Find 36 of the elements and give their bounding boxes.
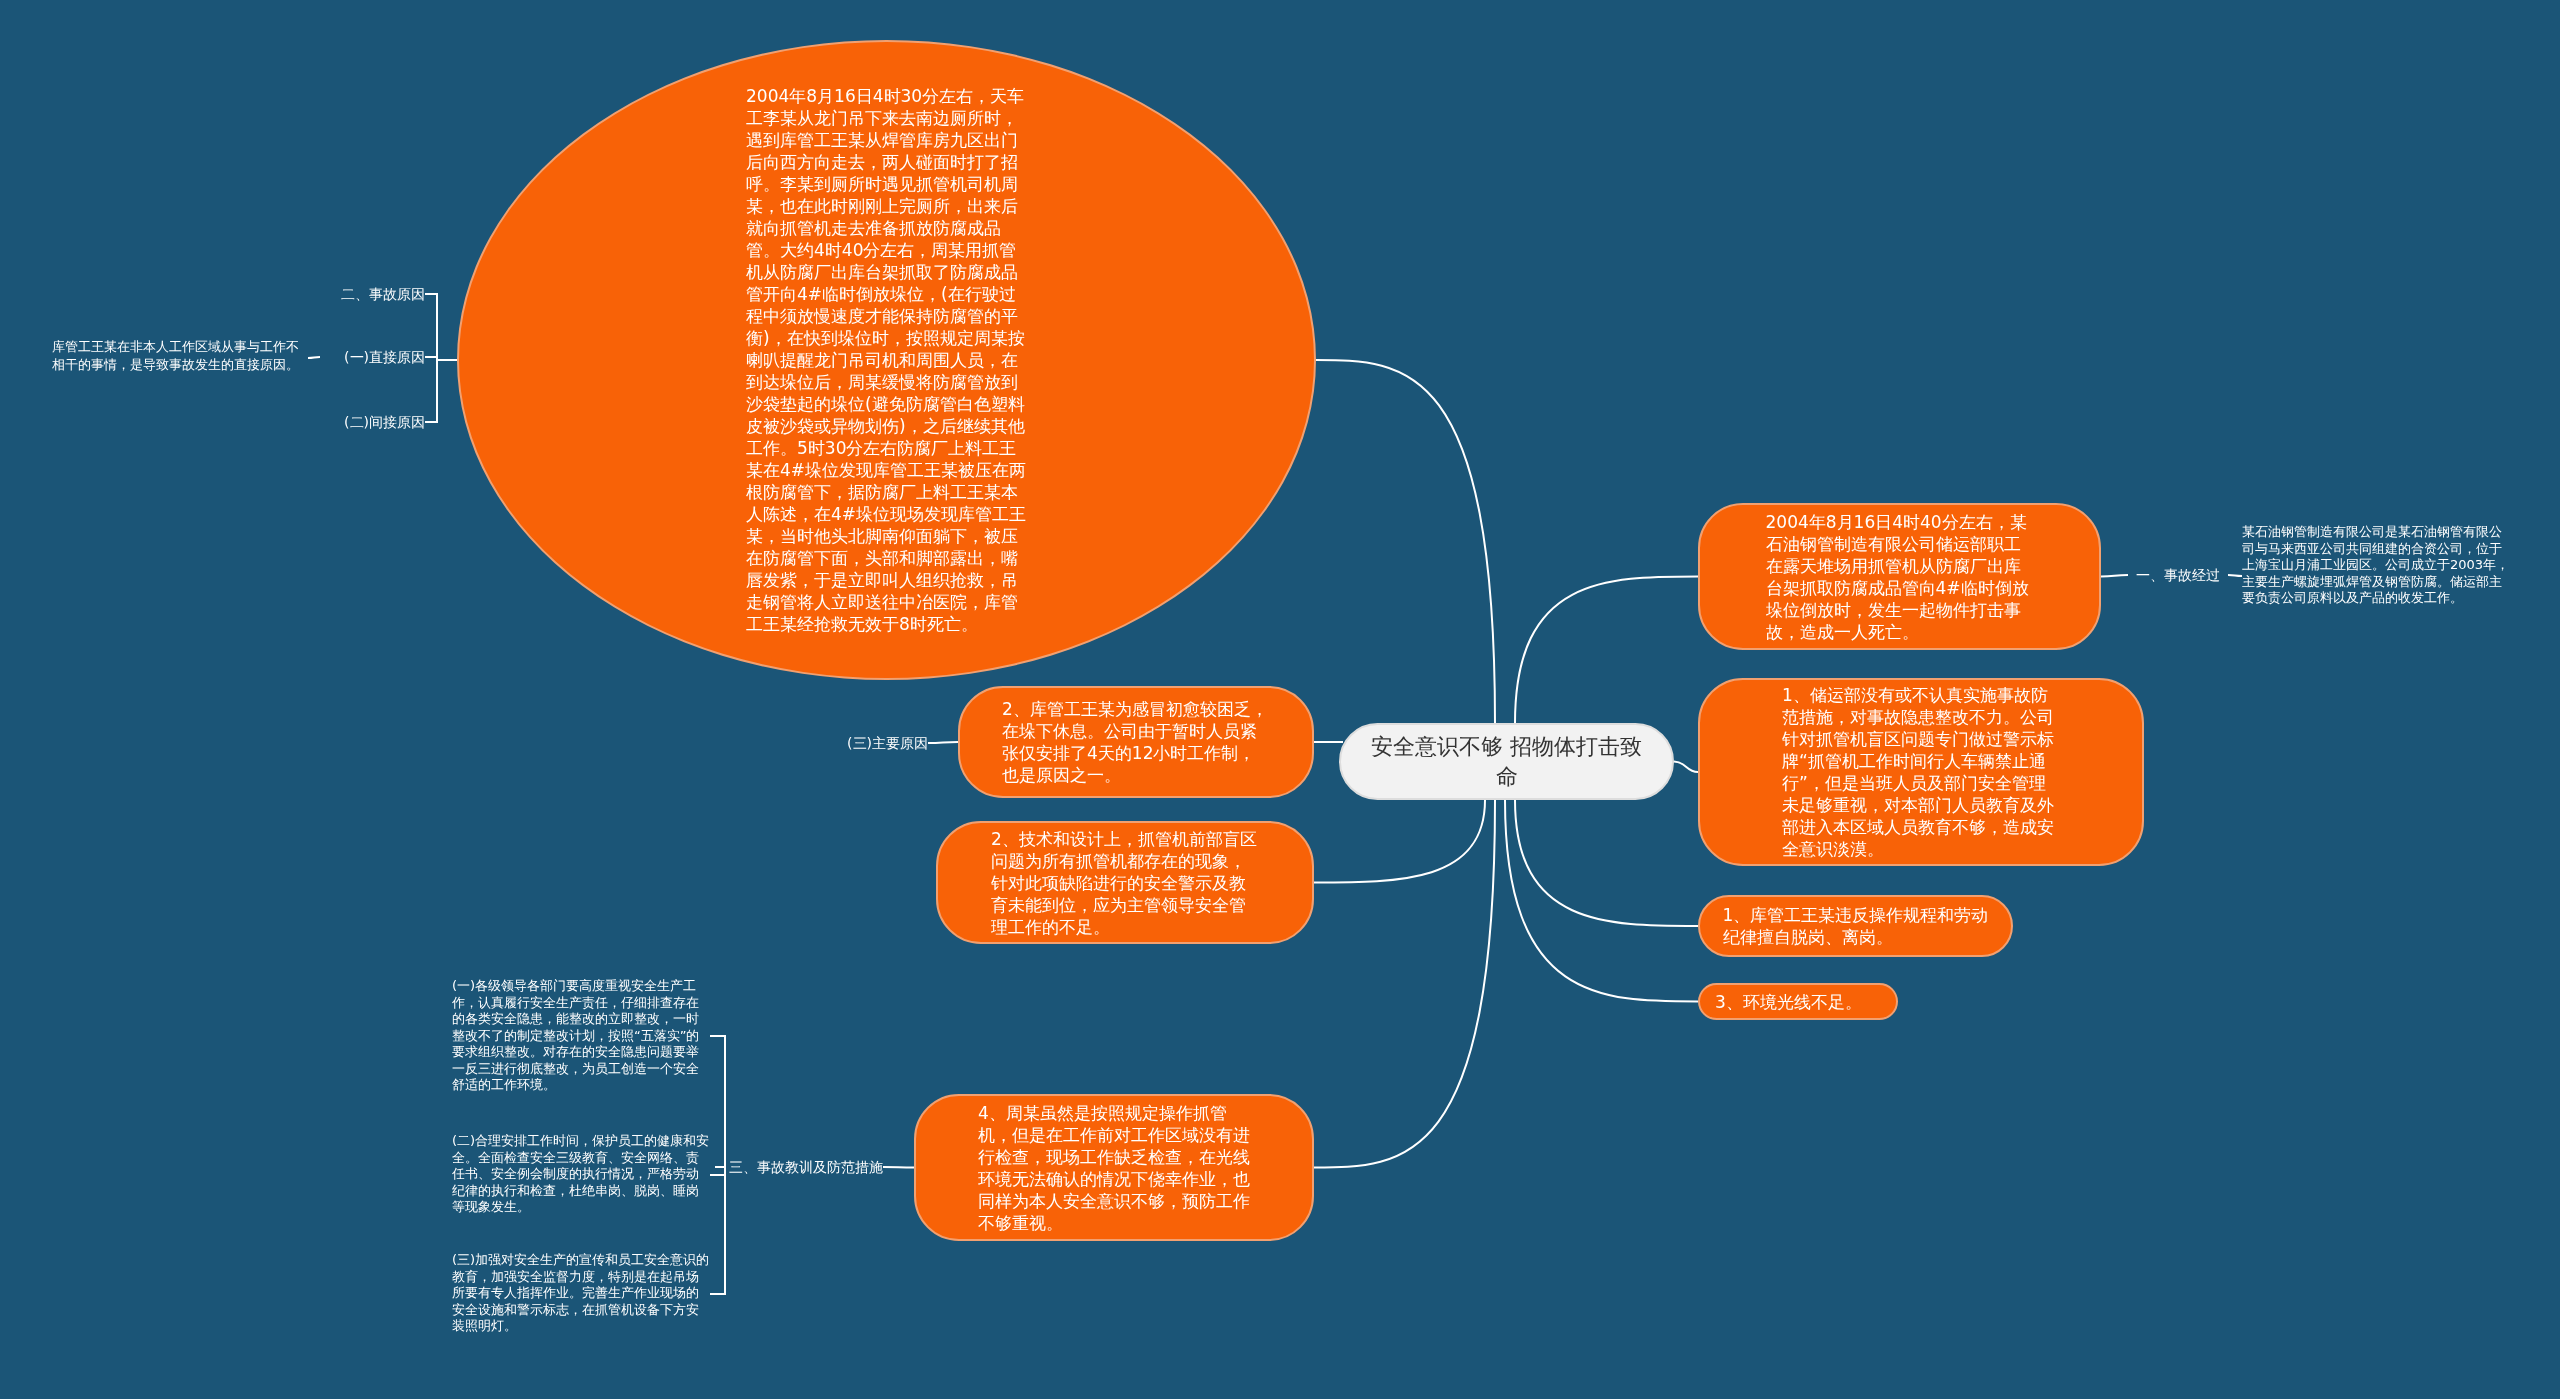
topic-ellipse: 2004年8月16日4时30分左右，天车工李某从龙门吊下来去南边厕所时，遇到库管工王某从焊管库房九区出门后向西方向走去，两人碰面时打了招呼。李某到厕所时遇见抓管机司机周某，也在此时刚刚上完厕所，出来后就向抓管机走去准备抓放防腐成品管。大约4时40分左右，周某用抓管机从防腐厂出库台架抓取了防腐成品管开向4#临时倒放垛位，(在行驶过程中须放慢速度才能保持防腐管的平衡)，在快到垛位时，按照规定周某按喇叭提醒龙门吊司机和周围人员，在到达垛位后，周某缓慢将防腐管放到沙袋垫起的垛位(避免防腐管白色塑料皮被沙袋或异物划伤)，之后继续其他工作。5时30分左右防腐厂上料工王某在4#垛位发现库管工王某被压在两根防腐管下，据防腐厂上料工王某本人陈述，在4#垛位现场发现库管工王某，当时他头北脚南仰面躺下，被压在防腐管下面，头部和脚部露出，嘴唇发紫，于是立即叫人组织抢救，吊走钢管将人立即送往中冶医院，库管工王某经抢救无效于8时死亡。 — [457, 40, 1316, 680]
connector-line — [882, 1166, 915, 1169]
topic-bubble: 4、周某虽然是按照规定操作抓管机，但是在工作前对工作区域没有进行检查，现场工作缺乏检查，在光线环境无法确认的情况下侥幸作业，也同样为本人安全意识不够，预防工作不够重视。 — [914, 1094, 1314, 1241]
topic-bubble: 2、库管工王某为感冒初愈较困乏，在垛下休息。公司由于暂时人员紧张仅安排了4天的12小时工作制，也是原因之一。 — [958, 686, 1314, 798]
topic-bubble: 2、技术和设计上，抓管机前部盲区问题为所有抓管机都存在的现象，针对此项缺陷进行的安全警示及教育未能到位，应为主管领导安全管理工作的不足。 — [936, 821, 1314, 944]
connector-line — [307, 356, 321, 359]
connector-line — [1313, 799, 1486, 884]
note-text: (三)加强对安全生产的宣传和员工安全意识的教育，加强安全监督力度，特别是在起吊场所要有专人指挥作业。完善生产作业现场的安全设施和警示标志，在抓管机设备下方安装照明灯。 — [452, 1252, 710, 1336]
connector-line — [1315, 359, 1496, 724]
topic-bubble: 1、库管工王某违反操作规程和劳动纪律擅自脱岗、离岗。 — [1698, 895, 2013, 957]
branch-label: 二、事故原因 — [300, 283, 425, 305]
connector-line — [2227, 574, 2243, 577]
note-text: (一)各级领导各部门要高度重视安全生产工作，认真履行安全生产责任，仔细排查存在的各类安全隐患，能整改的立即整改，一时整改不了的制定整改计划，按照“五落实”的要求组织整改。对存在的安全隐患问题要举一反三进行彻底整改，为员工创造一个安全舒适的工作环境。 — [452, 978, 710, 1094]
connector-line — [709, 1035, 726, 1168]
note-text: 某石油钢管制造有限公司是某石油钢管有限公司与马来西亚公司共同组建的合资公司，位于上海宝山月浦工业园区。公司成立于2003年，主要生产螺旋埋弧焊管及钢管防腐。储运部主要负责公司原料以及产品的收发工作。 — [2242, 524, 2510, 628]
branch-label: (一)直接原因 — [320, 346, 425, 368]
connector-line — [927, 741, 959, 744]
connector-line — [1313, 741, 1344, 743]
branch-label: (三)主要原因 — [820, 732, 928, 754]
connector-line — [1514, 799, 1699, 927]
connector-line — [1504, 799, 1699, 1003]
note-text: (二)合理安排工作时间，保护员工的健康和安全。全面检查安全三级教育、安全网络、责任书、安全例会制度的执行情况，严格劳动纪律的执行和检查，杜绝串岗、脱岗、睡岗等现象发生。 — [452, 1133, 710, 1217]
topic-bubble: 3、环境光线不足。 — [1698, 983, 1898, 1020]
topic-bubble: 1、储运部没有或不认真实施事故防范措施，对事故隐患整改不力。公司针对抓管机盲区问题专门做过警示标牌“抓管机工作时间行人车辆禁止通行”，但是当班人员及部门安全管理未足够重视，对本部门人员教育及外部进入本区域人员教育不够，造成安全意识淡漠。 — [1698, 678, 2144, 866]
branch-label: (二)间接原因 — [300, 411, 425, 433]
note-text: 库管工王某在非本人工作区域从事与工作不相干的事情，是导致事故发生的直接原因。 — [52, 338, 308, 378]
connector-line — [2100, 574, 2129, 578]
topic-bubble: 2004年8月16日4时40分左右，某石油钢管制造有限公司储运部职工在露天堆场用抓管机从防腐厂出库台架抓取防腐成品管向4#临时倒放垛位倒放时，发生一起物件打击事故，造成一人死亡。 — [1698, 503, 2101, 650]
branch-label: 一、事故经过 — [2128, 564, 2228, 586]
central-topic: 安全意识不够 招物体打击致命 — [1339, 723, 1674, 800]
connector-line — [709, 1166, 726, 1295]
connector-line — [1514, 575, 1699, 724]
branch-label: 三、事故教训及防范措施 — [715, 1156, 883, 1178]
connector-line — [1673, 760, 1699, 773]
connector-line — [424, 359, 458, 423]
connector-line — [1313, 799, 1496, 1169]
